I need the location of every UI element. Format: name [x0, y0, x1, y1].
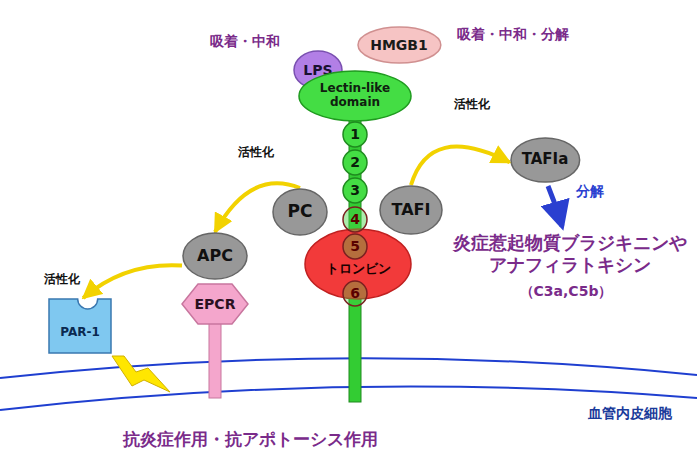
egf-domain: 2: [342, 149, 368, 176]
outline-ellipse: [380, 186, 442, 234]
signal-bolt: [112, 356, 170, 392]
node-label: PAR-1: [60, 326, 100, 340]
outline-ellipse: [358, 27, 441, 63]
edge-label: 活性化: [44, 272, 80, 287]
node-label: TAFI: [392, 201, 431, 219]
outline-ellipse: [343, 150, 367, 175]
lectin-domain: Lectin-like domain: [298, 70, 412, 122]
node-label: PC: [288, 202, 313, 222]
degrade-arrow: [548, 186, 562, 226]
egf-domain: 6: [342, 280, 368, 307]
outline-ellipse: [273, 189, 327, 235]
apc-ellipse: APC: [182, 232, 248, 280]
node-label: 5: [350, 238, 360, 254]
note-text: 吸着・中和: [210, 33, 280, 51]
outline-receptor: [49, 299, 111, 353]
outline-ellipse: [299, 71, 411, 121]
activation-arrow: [83, 265, 182, 298]
node-label: 4: [350, 211, 360, 227]
edge-label: 活性化: [454, 97, 490, 112]
egf-domain: 4: [342, 206, 368, 233]
node-label: 6: [350, 285, 360, 301]
node-label: TAFIa: [522, 151, 569, 168]
egf-domain: 3: [342, 177, 368, 204]
outline-hexagon: [182, 284, 248, 324]
egf-domain: 1: [342, 121, 368, 148]
node-label: EPCR: [195, 296, 236, 312]
node-label: トロンビン: [326, 262, 391, 277]
tafia-ellipse: TAFIa: [510, 137, 581, 183]
effect-text: 抗炎症作用・抗アポトーシス作用: [123, 429, 378, 450]
epcr-stalk: [209, 322, 221, 398]
outline-ellipse: [305, 229, 411, 299]
edge-label: 活性化: [238, 145, 274, 160]
node-label: Lectin-like domain: [315, 82, 395, 110]
epcr-hexagon: EPCR: [181, 283, 249, 325]
effect-text: 炎症惹起物質ブラジキニンやアナフィラトキシン: [450, 232, 690, 277]
arrow-label: 分解: [576, 183, 604, 201]
outline-ellipse: [343, 281, 367, 306]
node-label: 2: [350, 154, 360, 170]
outline-ellipse: [511, 138, 580, 182]
region-label: 血管内皮細胞: [588, 405, 672, 423]
hmgb1-ellipse: HMGB1: [357, 26, 442, 64]
outline-ellipse: [343, 207, 367, 232]
par1-receptor: PAR-1: [48, 298, 112, 354]
effect-text: （C3a,C5b）: [520, 283, 613, 301]
activation-arrow: [411, 147, 510, 185]
outline-ellipse: [343, 234, 367, 259]
outline-ellipse: [183, 233, 247, 279]
pc-ellipse: PC: [272, 188, 328, 236]
outline-ellipse: [343, 122, 367, 147]
node-label: HMGB1: [370, 37, 428, 53]
outline-ellipse: [343, 178, 367, 203]
node-label: 1: [350, 126, 360, 142]
node-label: 3: [350, 182, 360, 198]
node-label: APC: [197, 247, 233, 265]
note-text: 吸着・中和・分解: [457, 26, 569, 44]
egf-domain: 5: [342, 233, 368, 260]
tafi-ellipse: TAFI: [379, 185, 443, 235]
